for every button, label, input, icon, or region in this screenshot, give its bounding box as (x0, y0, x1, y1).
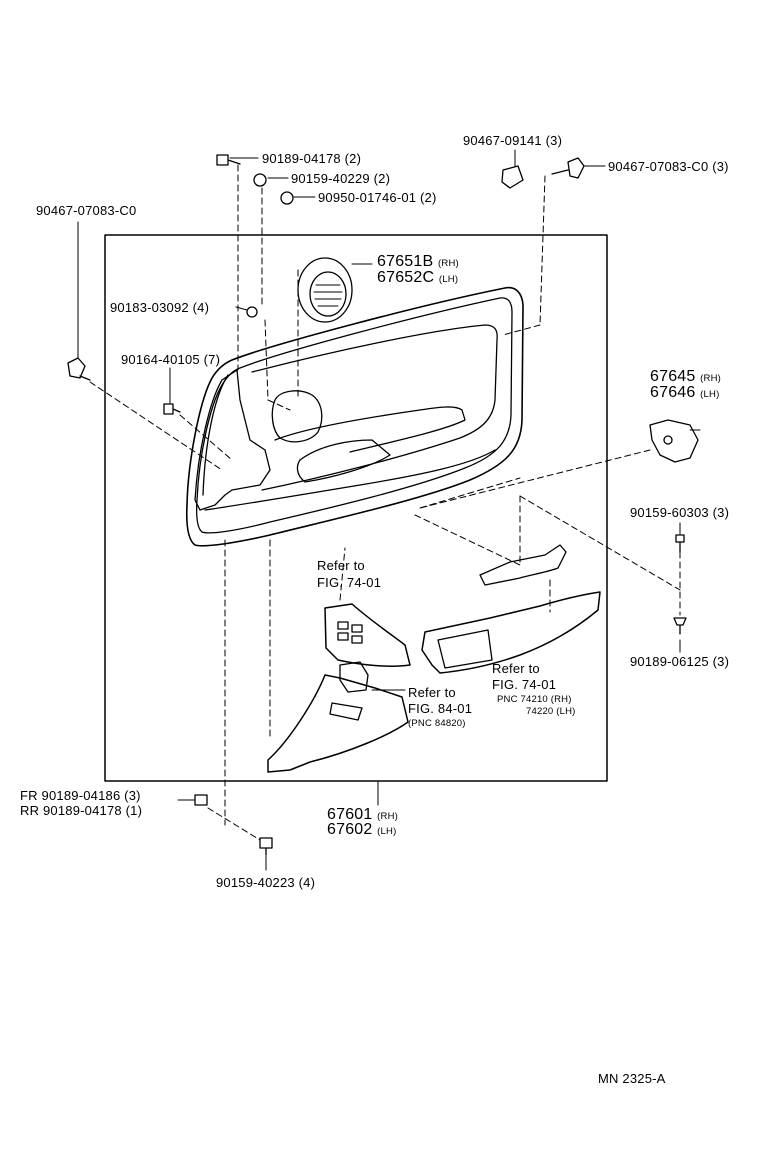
label-90164-40105: 90164-40105 (7) (121, 352, 221, 367)
label-90189-04178: 90189-04178 (2) (262, 151, 362, 166)
nut-90467-09141 (501, 165, 524, 189)
label-90467-07083-c0-3: 90467-07083-C0 (3) (608, 159, 729, 174)
bolt-90189-06125 (673, 617, 687, 635)
label-refer-fig-74-01-bottom: Refer to (492, 661, 540, 676)
label-90159-40229: 90159-40229 (2) (291, 171, 391, 186)
pocket-outline (296, 439, 391, 483)
armrest-molding (251, 324, 498, 491)
label-67645: 67645 (RH) (650, 368, 721, 387)
drawing-number: MN 2325-A (598, 1071, 666, 1086)
cap-90950-01746 (280, 191, 294, 205)
door-trim-panel (185, 286, 524, 547)
label-refer-fig-84-01: Refer to (408, 685, 456, 700)
label-fr-90189-04186: FR 90189-04186 (3) (20, 788, 141, 803)
label-refer-fig-84-01-fig: FIG. 84-01 (408, 701, 473, 716)
label-90159-40223: 90159-40223 (4) (216, 875, 316, 890)
label-pnc-74220: 74220 (LH) (526, 706, 576, 717)
speaker-grille-mesh (313, 284, 343, 307)
label-rr-90189-04178: RR 90189-04178 (1) (20, 803, 143, 818)
label-90159-60303: 90159-60303 (3) (630, 505, 730, 520)
door-lock-bracket (649, 419, 699, 463)
label-67651b: 67651B (RH) (377, 253, 459, 272)
speaker-grille (297, 257, 353, 323)
speaker-mount-bracket (271, 390, 323, 443)
lower-pocket-trim (267, 674, 409, 773)
label-refer-fig-74-01-bottom-fig: FIG. 74-01 (492, 677, 557, 692)
label-67601: 67601 (RH) (327, 806, 398, 825)
door-trim-panel-inner-edge (196, 297, 513, 534)
switch-button-2 (351, 624, 363, 633)
assembly-dashed-lines (89, 164, 681, 841)
clip-90467-07083-c0-right (551, 157, 585, 179)
switch-button-4 (351, 635, 363, 644)
label-refer-fig-74-01-top-fig: FIG. 74-01 (317, 575, 382, 590)
bolt-90159-60303 (675, 534, 685, 553)
window-switch-bezel (324, 603, 411, 667)
switch-button-3 (337, 632, 349, 641)
side-note: (LH) (438, 274, 459, 285)
label-90183-03092: 90183-03092 (4) (110, 300, 210, 315)
panel-bottom-strip (204, 449, 496, 511)
screw-90189-04178 (216, 154, 241, 166)
inner-door-frame-edge (202, 374, 229, 496)
label-90467-07083-c0: 90467-07083-C0 (36, 203, 137, 218)
side-note: (RH) (700, 373, 722, 384)
label-90189-06125: 90189-06125 (3) (630, 654, 730, 669)
screw-90189-04186 (194, 794, 208, 806)
pull-handle-bracket (479, 544, 567, 586)
side-note: (LH) (700, 389, 720, 400)
label-67652c: 67652C (LH) (377, 269, 458, 288)
inner-door-frame (194, 369, 271, 511)
assembly-frame-box (104, 234, 608, 782)
part-number: 67601 (327, 806, 373, 823)
label-90467-09141: 90467-09141 (3) (463, 133, 563, 148)
label-pnc-84820: (PNC 84820) (408, 718, 466, 729)
label-refer-fig-74-01-top: Refer to (317, 558, 365, 573)
part-number: 67645 (650, 368, 696, 385)
side-note: (RH) (438, 258, 459, 269)
side-note: (RH) (377, 811, 399, 822)
label-pnc-74210: PNC 74210 (RH) (497, 694, 572, 705)
armrest-recess (437, 629, 493, 669)
part-number: 67602 (327, 821, 373, 838)
side-note: (LH) (377, 826, 397, 837)
part-number: 67646 (650, 384, 696, 401)
armrest (421, 591, 601, 674)
lock-bracket-hole (663, 435, 673, 445)
part-number: 67652C (377, 269, 435, 286)
lower-pocket-opening (329, 702, 363, 721)
part-number: 67651B (377, 253, 434, 270)
label-90950-01746-01: 90950-01746-01 (2) (318, 190, 437, 205)
clip-90164-40105 (163, 403, 181, 415)
clip-90467-07083-c0-left (67, 357, 91, 381)
clip-90183-03092 (246, 306, 258, 318)
switch-button-1 (337, 621, 349, 630)
speaker-grille-inner (309, 271, 347, 317)
washer-90159-40229 (253, 173, 267, 187)
mirror-switch (339, 661, 369, 693)
screw-90159-40223 (259, 837, 273, 856)
label-67602: 67602 (LH) (327, 821, 396, 840)
label-67646: 67646 (LH) (650, 384, 719, 403)
